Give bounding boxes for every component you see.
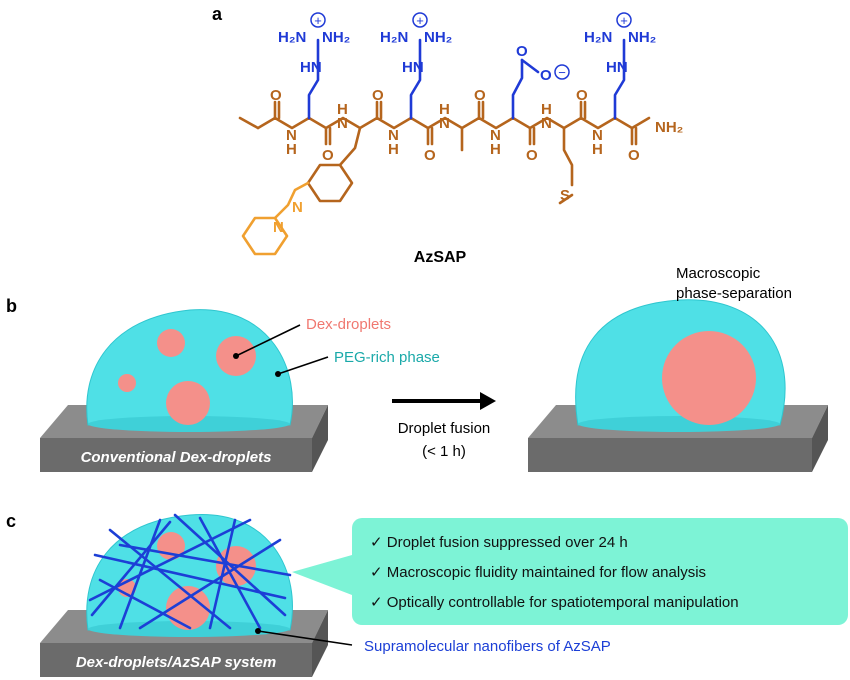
arrow-label-line2: (< 1 h) (422, 443, 466, 460)
atom-n-4: N (439, 115, 450, 132)
panel-label-a: a (212, 4, 223, 24)
atom-h-1: H (286, 141, 297, 158)
panel-label-c: c (6, 511, 16, 531)
dex-callout-line (235, 324, 301, 357)
atom-n-3: N (388, 127, 399, 144)
panel-c: c Dex-droplets/AzSAP system (6, 511, 848, 677)
nanofiber-network (88, 513, 292, 630)
atom-n-7: N (592, 127, 603, 144)
droplet-c-4 (166, 586, 210, 630)
charges: + + + − (310, 12, 632, 80)
atom-n-2: N (337, 115, 348, 132)
atom-o-3: O (372, 87, 384, 104)
atom-nh2-2: NH₂ (424, 29, 452, 46)
atom-o-1: O (270, 87, 282, 104)
atom-n-5: N (490, 127, 501, 144)
atom-o-glu: O (516, 43, 528, 60)
result-label-line1: Macroscopic (676, 265, 761, 282)
panel-b: b Conventional Dex-droplets Dex-droplets… (6, 265, 828, 472)
structure-atom-labels: H₂N NH₂ HN H₂N NH₂ HN H₂N NH₂ HN O O S N… (270, 29, 683, 236)
azsap-structure (238, 38, 651, 256)
atom-h2n-1: H₂N (278, 29, 306, 46)
atom-o-8: O (628, 147, 640, 164)
benefit-item-2: ✓ Macroscopic fluidity maintained for fl… (370, 564, 706, 581)
nanofiber-label: Supramolecular nanofibers of AzSAP (364, 638, 611, 655)
benefit-item-1: ✓ Droplet fusion suppressed over 24 h (370, 534, 628, 551)
atom-h2n-2: H₂N (380, 29, 408, 46)
atom-o-2: O (322, 147, 334, 164)
peptide-backbone (256, 116, 651, 130)
charge-minus: − (558, 65, 566, 80)
peg-rich-phase-label: PEG-rich phase (334, 349, 440, 366)
atom-h-5: H (490, 141, 501, 158)
molecule-name: AzSAP (414, 249, 467, 266)
atom-s: S (560, 187, 570, 204)
panel-label-b: b (6, 296, 17, 316)
atom-h-3: H (388, 141, 399, 158)
result-label-line2: phase-separation (676, 285, 792, 302)
atom-n-1: N (286, 127, 297, 144)
dome-base-right (578, 416, 780, 432)
atom-hn-1: HN (300, 59, 322, 76)
atom-o-minus: O (540, 67, 552, 84)
atom-hn-2: HN (402, 59, 424, 76)
droplet-left-4 (166, 381, 210, 425)
peg-callout-line (277, 356, 329, 375)
dex-droplets-label: Dex-droplets (306, 316, 391, 333)
benefit-item-3: ✓ Optically controllable for spatiotempo… (370, 594, 739, 611)
atom-h-7: H (592, 141, 603, 158)
atom-h-6: H (541, 101, 552, 118)
atom-o-4: O (424, 147, 436, 164)
atom-n-6: N (541, 115, 552, 132)
phenyl-ring-1 (306, 163, 354, 203)
droplet-left-1 (157, 329, 185, 357)
arrow-label-line1: Droplet fusion (398, 420, 491, 437)
benefits-callout-tail (292, 555, 352, 595)
atom-n-azo-1: N (292, 199, 303, 216)
conventional-caption: Conventional Dex-droplets (81, 449, 272, 466)
atom-n-azo-2: N (273, 219, 284, 236)
atom-nh2-1: NH₂ (322, 29, 350, 46)
charge-plus-1: + (314, 13, 322, 28)
atom-o-5: O (474, 87, 486, 104)
phenyl-ring-2 (241, 216, 289, 256)
panel-a: a (212, 4, 683, 266)
fusion-arrow-head (480, 392, 496, 410)
atom-nh2-3: NH₂ (628, 29, 656, 46)
macro-droplet (662, 331, 756, 425)
atom-o-7: O (576, 87, 588, 104)
atom-o-6: O (526, 147, 538, 164)
azsap-system-caption: Dex-droplets/AzSAP system (76, 654, 276, 671)
charge-plus-2: + (416, 13, 424, 28)
droplet-left-3 (118, 374, 136, 392)
benefits-callout-box (352, 518, 848, 625)
nanofiber-callout-line (257, 630, 353, 646)
atom-h-2: H (337, 101, 348, 118)
atom-h2n-3: H₂N (584, 29, 612, 46)
charge-plus-3: + (620, 13, 628, 28)
atom-hn-3: HN (606, 59, 628, 76)
atom-nh2-cterm: NH₂ (655, 119, 683, 136)
atom-h-4: H (439, 101, 450, 118)
